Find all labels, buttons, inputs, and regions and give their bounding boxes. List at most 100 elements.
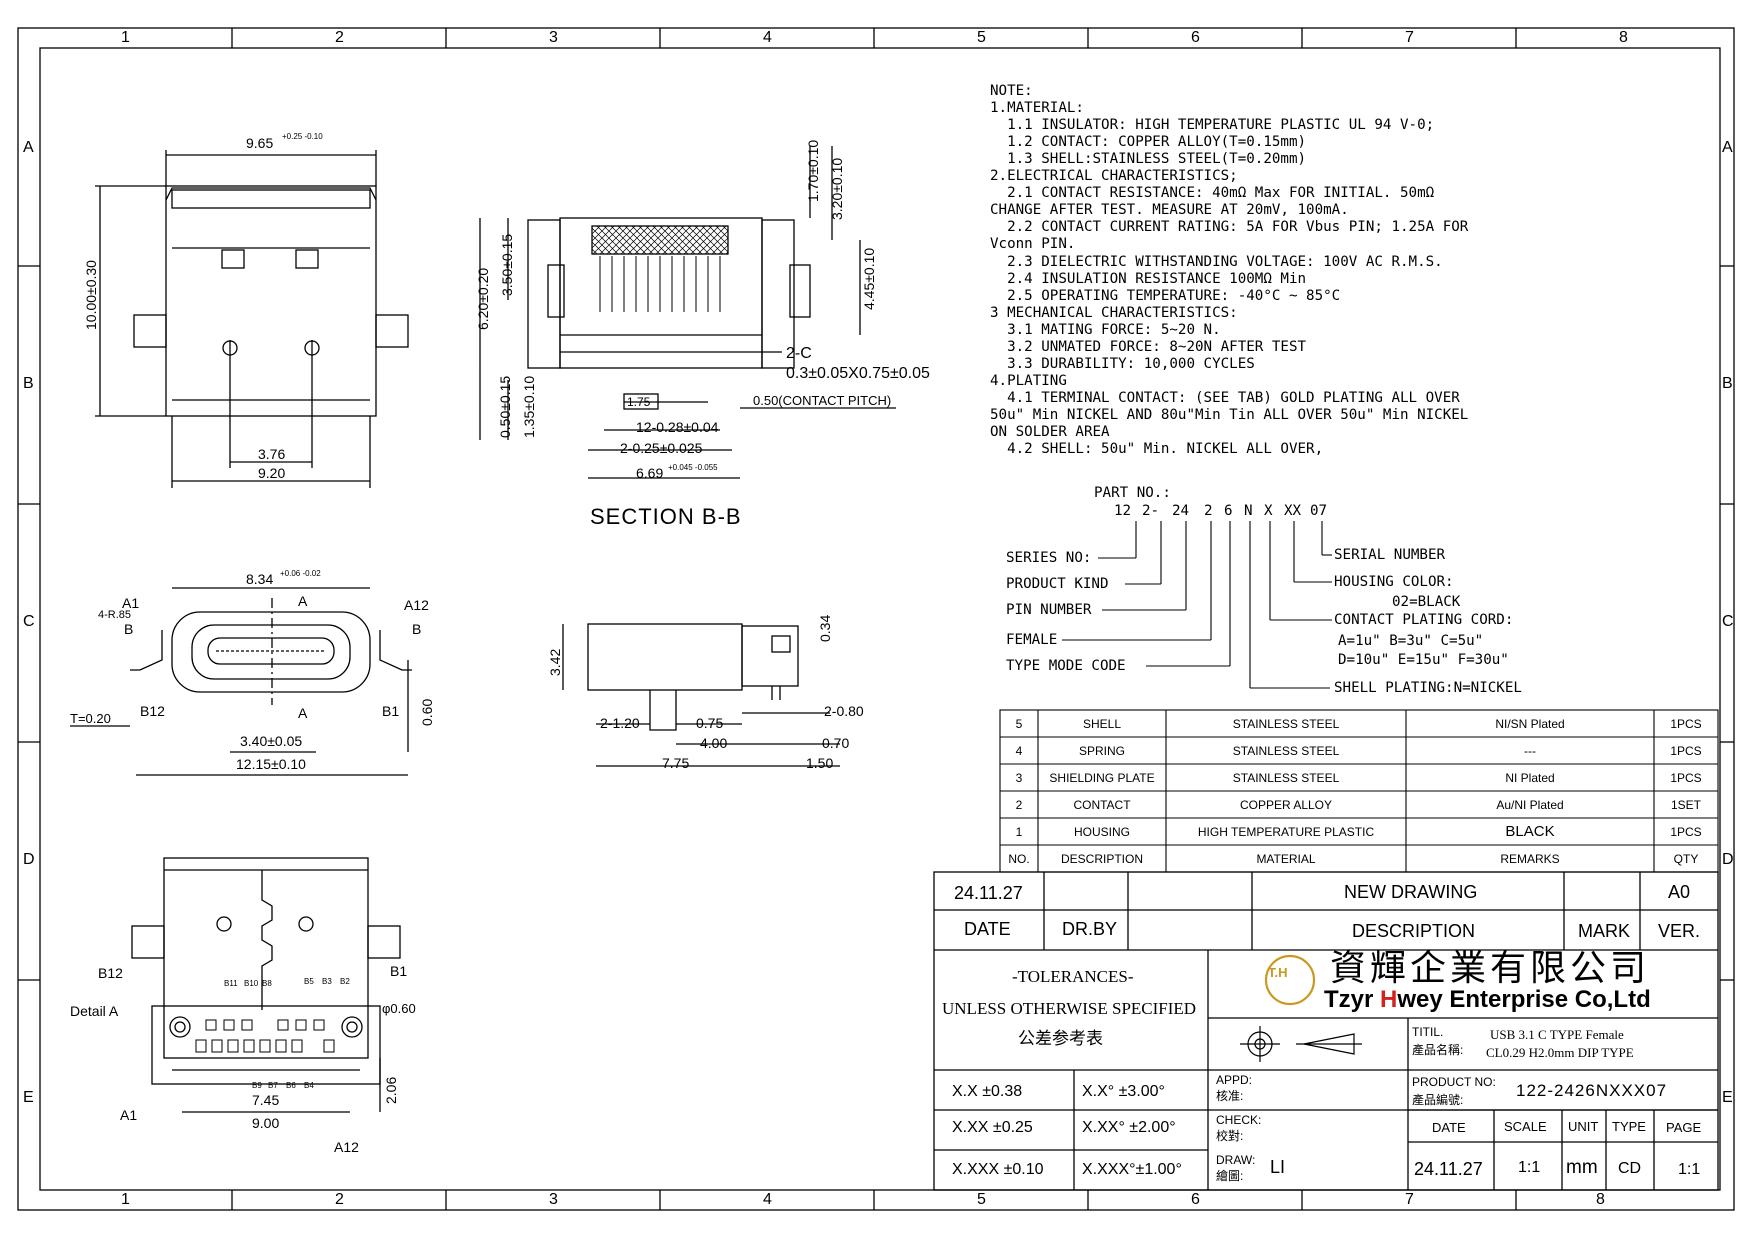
appd-label-cn: 核准: bbox=[1216, 1089, 1244, 1103]
header-drby: DR.BY bbox=[1062, 919, 1118, 939]
note-line: 50u" Min NICKEL AND 80u"Min Tin ALL OVER… bbox=[990, 406, 1469, 423]
dim-hole-spacing: 3.76 bbox=[258, 446, 286, 462]
top-view bbox=[95, 150, 409, 488]
pin-b6: B6 bbox=[286, 1081, 296, 1090]
note-line: 1.1 INSULATOR: HIGH TEMPERATURE PLASTIC … bbox=[990, 117, 1435, 134]
note-line: Vconn PIN. bbox=[990, 236, 1076, 253]
note-line: 1.2 CONTACT: COPPER ALLOY(T=0.15mm) bbox=[990, 134, 1307, 151]
dim-front-width: 8.34 bbox=[246, 571, 274, 587]
note-line: 1.MATERIAL: bbox=[990, 100, 1084, 117]
dim-side-d1: 0.34 bbox=[817, 614, 833, 642]
tol-row-2-b: X.XX° ±2.00° bbox=[1082, 1119, 1176, 1136]
housing-color-label: HOUSING COLOR: bbox=[1334, 574, 1454, 590]
zone-7: 7 bbox=[1405, 29, 1414, 46]
dim-sec-d6: 0.50±0.15 bbox=[497, 375, 513, 438]
part-no-leaders bbox=[1062, 521, 1332, 689]
bom-cell-remarks: NI Plated bbox=[1505, 771, 1555, 785]
pin-number-label: PIN NUMBER bbox=[1006, 602, 1092, 618]
header-date: DATE bbox=[964, 919, 1011, 939]
pin-b7: B7 bbox=[268, 1081, 278, 1090]
zone-e: E bbox=[23, 1089, 34, 1106]
section-label: SECTION B-B bbox=[590, 504, 742, 529]
bom-cell-qty: 1PCS bbox=[1670, 825, 1702, 839]
dim-front-height: 0.60 bbox=[419, 698, 435, 726]
bom-cell-remarks: Au/NI Plated bbox=[1496, 798, 1564, 812]
tolerances-cn: 公差参考表 bbox=[1018, 1029, 1103, 1048]
dim-side-height: 3.42 bbox=[547, 648, 563, 676]
label-pcb-b12: B12 bbox=[98, 965, 123, 981]
dim-front-width-tol: +0.06 -0.02 bbox=[280, 569, 321, 578]
bom-cell-qty: 1SET bbox=[1670, 798, 1702, 812]
dim-chamfer-value: 0.3±0.05X0.75±0.05 bbox=[786, 365, 930, 382]
section-view bbox=[479, 146, 896, 479]
draw-value: LI bbox=[1270, 1157, 1286, 1177]
dim-sec-d2: 3.20±0.10 bbox=[829, 157, 845, 220]
header-ver: VER. bbox=[1658, 921, 1701, 941]
pin-b10: B10 bbox=[244, 979, 259, 988]
zone-b: B bbox=[23, 375, 34, 392]
dim-side-d: 4.00 bbox=[700, 735, 728, 751]
bom-cell-desc: SPRING bbox=[1078, 744, 1126, 758]
note-line: 2.ELECTRICAL CHARACTERISTICS; bbox=[990, 168, 1238, 185]
dim-sec-d1: 1.70±0.10 bbox=[805, 139, 821, 202]
projection-symbol-icon bbox=[1240, 1026, 1362, 1062]
zone-a: A bbox=[23, 139, 34, 156]
part-code-07: 07 bbox=[1310, 503, 1328, 519]
rev-date: 24.11.27 bbox=[954, 883, 1023, 903]
check-label: CHECK: bbox=[1216, 1113, 1262, 1127]
zone-4: 4 bbox=[763, 29, 772, 46]
label-pcb-b1: B1 bbox=[390, 963, 408, 979]
dim-sec-d3: 6.20±0.20 bbox=[475, 267, 491, 330]
part-code-n: N bbox=[1244, 503, 1253, 519]
dim-side-f: 7.75 bbox=[662, 755, 690, 771]
dim-side-c: 2-0.80 bbox=[824, 703, 864, 719]
dim-contact-pitch: 0.50(CONTACT PITCH) bbox=[753, 393, 892, 408]
zone-5: 5 bbox=[977, 29, 986, 46]
note-line: 1.3 SHELL:STAINLESS STEEL(T=0.20mm) bbox=[990, 151, 1307, 168]
bom-cell-desc: SHIELDING PLATE bbox=[1049, 771, 1155, 785]
type-mode-label: TYPE MODE CODE bbox=[1006, 658, 1126, 674]
bom-cell-remarks: NI/SN Plated bbox=[1495, 717, 1565, 731]
title-label-cn: 產品名稱: bbox=[1412, 1043, 1464, 1057]
zone-b-right: B bbox=[1722, 375, 1733, 392]
tolerances-title: -TOLERANCES- bbox=[1012, 967, 1134, 986]
zone-5-bottom: 5 bbox=[977, 1191, 986, 1208]
dim-pcb-w1: 7.45 bbox=[252, 1092, 280, 1108]
zone-1: 1 bbox=[121, 29, 130, 46]
dim-pcb-hole: φ0.60 bbox=[382, 1001, 416, 1016]
zone-ticks bbox=[18, 28, 1734, 1210]
bom-cell-material: HIGH TEMPERATURE PLASTIC bbox=[1197, 825, 1375, 839]
value-page: 1:1 bbox=[1678, 1161, 1701, 1178]
pin-b9: B9 bbox=[252, 1081, 262, 1090]
dim-front-radius: 4-R.85 bbox=[98, 609, 132, 621]
product-no-label-cn: 產品編號: bbox=[1412, 1093, 1464, 1107]
note-line: 2.4 INSULATION RESISTANCE 100MΩ Min bbox=[990, 270, 1307, 287]
series-no-label: SERIES NO: bbox=[1006, 550, 1092, 566]
bom-cell-no: 2 bbox=[1015, 798, 1023, 812]
note-line: 2.3 DIELECTRIC WITHSTANDING VOLTAGE: 100… bbox=[990, 253, 1443, 270]
dim-side-a: 2-1.20 bbox=[600, 715, 640, 731]
value-unit: mm bbox=[1566, 1157, 1598, 1178]
pin-b11: B11 bbox=[224, 979, 238, 988]
logo-text: T.H bbox=[1268, 965, 1288, 980]
bom-cell-material: STAINLESS STEEL bbox=[1232, 717, 1340, 731]
product-kind-label: PRODUCT KIND bbox=[1006, 576, 1109, 592]
header-mark: MARK bbox=[1578, 921, 1631, 941]
label-b1: B1 bbox=[382, 703, 400, 719]
bom-header-remarks: REMARKS bbox=[1500, 852, 1560, 866]
zone-1-bottom: 1 bbox=[121, 1191, 130, 1208]
zone-2: 2 bbox=[335, 29, 344, 46]
rev-description: NEW DRAWING bbox=[1344, 882, 1478, 902]
bom-header-qty: QTY bbox=[1673, 852, 1699, 866]
dim-width-669-tol: +0.045 -0.055 bbox=[668, 463, 718, 472]
note-line: ON SOLDER AREA bbox=[990, 424, 1110, 440]
bom-cell-qty: 1PCS bbox=[1670, 744, 1702, 758]
note-line: CHANGE AFTER TEST. MEASURE AT 20mV, 100m… bbox=[990, 202, 1349, 219]
note-line: 3.1 MATING FORCE: 5~20 N. bbox=[990, 321, 1221, 338]
product-no-label: PRODUCT NO: bbox=[1412, 1075, 1496, 1089]
bom-cell-material: STAINLESS STEEL bbox=[1232, 744, 1340, 758]
bom-grid bbox=[999, 709, 1719, 873]
dim-side-b: 0.75 bbox=[696, 715, 724, 731]
serial-number-label: SERIAL NUMBER bbox=[1334, 547, 1446, 563]
